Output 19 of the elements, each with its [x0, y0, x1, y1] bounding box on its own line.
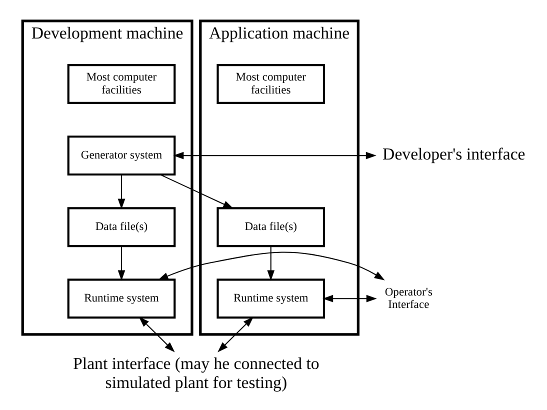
node-box: Runtime system	[67, 278, 176, 319]
arrow	[158, 252, 385, 280]
node-text: Plant interface (may he connected to simulated plant for testing)	[73, 354, 320, 392]
node-text: Operator's Interface	[384, 285, 433, 311]
arrow	[267, 246, 275, 281]
node-box: Runtime system	[216, 278, 326, 319]
node-box: Generator system	[67, 136, 176, 176]
node-text: Developer's interface	[382, 144, 526, 164]
node-box: Most computer facilities	[216, 64, 326, 104]
node-box: Data file(s)	[67, 207, 176, 248]
arrow	[160, 174, 234, 209]
arrow	[118, 174, 126, 210]
arrow	[218, 316, 254, 352]
node-box: Most computer facilities	[67, 64, 176, 104]
arrow	[118, 246, 126, 281]
arrow	[173, 152, 376, 160]
arrow	[322, 294, 377, 302]
node-box: Data file(s)	[216, 207, 326, 248]
arrow	[138, 316, 175, 352]
